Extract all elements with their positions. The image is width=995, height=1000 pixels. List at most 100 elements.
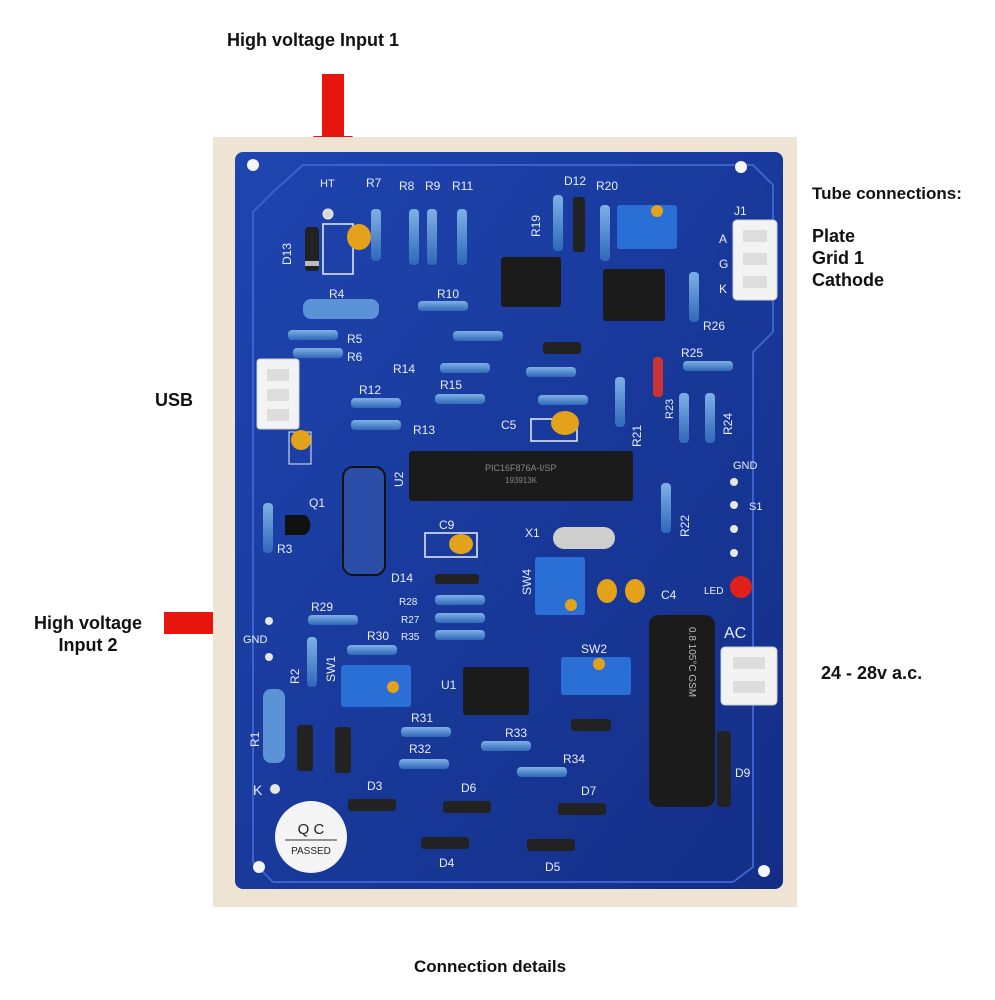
diode-d5: [527, 839, 575, 851]
resistor-r1: [263, 689, 285, 763]
led: [730, 576, 752, 598]
silk-r30: R30: [367, 629, 389, 643]
silk-r34: R34: [563, 752, 585, 766]
diode-d9: [717, 731, 731, 807]
silk-r26: R26: [703, 319, 725, 333]
silk-k2: K: [719, 282, 727, 296]
pcb-board-photo: HT D13 R7 R8 R9 R11 R19 D12 R20 J1 A G K…: [213, 137, 797, 907]
silk-sw2: SW2: [581, 642, 607, 656]
silk-r11: R11: [452, 179, 473, 193]
capacitor-c9: [449, 534, 473, 554]
capacitor-c5: [551, 411, 579, 435]
diode-d13: [305, 227, 319, 271]
right-pads: [730, 478, 738, 557]
silk-r12: R12: [359, 383, 381, 397]
diode-d14: [435, 574, 479, 584]
capacitor-c2: [347, 224, 371, 250]
silk-r3: R3: [277, 542, 293, 556]
silk-r27: R27: [401, 615, 420, 626]
ic-u1: [463, 667, 529, 715]
trimmer-sw2: [561, 657, 631, 695]
transistor-q1: [285, 515, 311, 535]
hv-input-2-line1: High voltage: [33, 613, 142, 633]
silk-d13: D13: [280, 243, 294, 265]
diode-d6: [443, 801, 491, 813]
silk-r28: R28: [399, 597, 418, 608]
tube-connection-grid: Grid 1: [812, 248, 865, 268]
diode-d12: [573, 197, 585, 252]
silk-d3: D3: [367, 779, 383, 793]
silk-r19: R19: [529, 215, 543, 237]
ht-pad: [322, 208, 334, 220]
ac-connector: [720, 646, 778, 706]
silk-r6: R6: [347, 350, 363, 364]
ic-main-marking-2: 193913K: [505, 476, 538, 485]
silk-q1: Q1: [309, 496, 325, 510]
silk-u1: U1: [441, 678, 457, 692]
silk-r14: R14: [393, 362, 415, 376]
diode-d7: [558, 803, 606, 815]
diode-d8: [571, 719, 611, 731]
silk-s1: S1: [749, 501, 762, 513]
silk-r33: R33: [505, 726, 527, 740]
qc-sticker-top: Q C: [298, 821, 325, 838]
tube-connection-plate: Plate: [812, 226, 856, 246]
qc-sticker: [275, 801, 347, 873]
capacitor-marking: 0.8 105°C GSM: [686, 627, 697, 697]
trimmer-sw1: [341, 665, 411, 707]
silk-led: LED: [704, 586, 723, 597]
silk-sw1: SW1: [324, 656, 338, 682]
ic-main-marking: PIC16F876A-I/SP: [485, 463, 557, 473]
silk-c9: C9: [439, 518, 455, 532]
silk-ht: HT: [320, 178, 335, 190]
silk-j1: J1: [734, 204, 747, 218]
silk-x1: X1: [525, 526, 540, 540]
diode-d2: [335, 727, 351, 773]
silk-r2: R2: [288, 668, 302, 684]
silk-r13: R13: [413, 423, 435, 437]
diode-d1: [297, 725, 313, 771]
usb-label: USB: [155, 390, 194, 410]
silk-k: K: [253, 782, 263, 798]
silk-r7: R7: [366, 176, 382, 190]
silk-r10: R10: [437, 287, 459, 301]
silk-r20: R20: [596, 179, 618, 193]
capacitor-electrolytic-right: [649, 615, 715, 807]
diode-d3: [348, 799, 396, 811]
silk-d5: D5: [545, 860, 561, 874]
silk-c5: C5: [501, 418, 517, 432]
tube-connections-title: Tube connections:: [812, 184, 962, 203]
silk-r21: R21: [630, 425, 644, 447]
silk-r9: R9: [425, 179, 441, 193]
silk-r31: R31: [411, 711, 433, 725]
silk-d14: D14: [391, 571, 413, 585]
silk-d6: D6: [461, 781, 477, 795]
top-resistors: [371, 195, 699, 322]
silk-c2-box: [322, 223, 354, 275]
ic-main-pic: [409, 451, 633, 501]
silk-g: G: [719, 257, 728, 271]
silk-c4: C4: [661, 588, 677, 602]
silk-r22: R22: [678, 515, 692, 537]
diode-d4: [421, 837, 469, 849]
silk-sw4: SW4: [520, 569, 534, 595]
hv-input-2-label: High voltage Input 2: [20, 612, 156, 656]
qc-sticker-bottom: PASSED: [291, 846, 331, 857]
ic-top-right: [603, 269, 665, 321]
silk-r32: R32: [409, 742, 431, 756]
mounting-holes: [247, 159, 770, 877]
hv-input-2-line2: Input 2: [58, 635, 118, 655]
silk-r8: R8: [399, 179, 415, 193]
silk-r4: R4: [329, 287, 345, 301]
silk-r15: R15: [440, 378, 462, 392]
silk-r5: R5: [347, 332, 363, 346]
silk-r25: R25: [681, 346, 703, 360]
silk-a: A: [719, 232, 727, 246]
silk-u2: U2: [392, 471, 406, 487]
silk-d9: D9: [735, 766, 751, 780]
crystal-x1: [553, 527, 615, 549]
tube-connection-cathode: Cathode: [812, 270, 884, 290]
trimmer-sw4: [535, 557, 585, 615]
pcb-trace-outline: [252, 164, 774, 883]
silk-r23: R23: [664, 399, 676, 419]
